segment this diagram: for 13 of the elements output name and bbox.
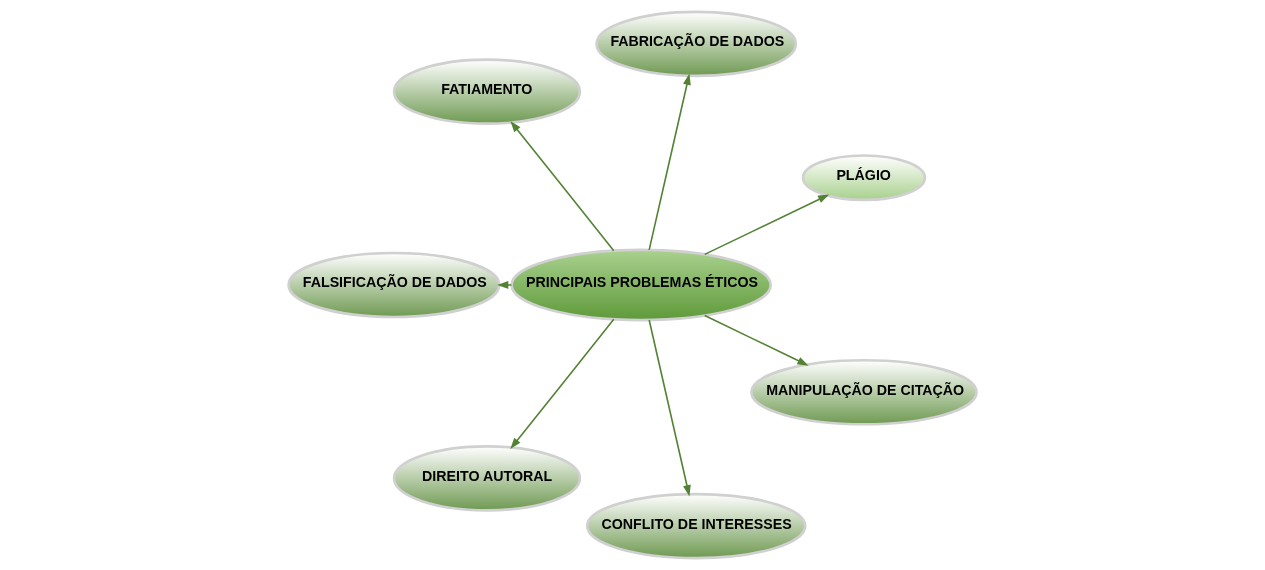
arrow bbox=[648, 73, 691, 251]
arrow bbox=[510, 120, 615, 252]
node-ellipse: FALSIFICAÇÃO DE DADOS bbox=[287, 251, 501, 319]
node-ellipse: DIREITO AUTORAL bbox=[392, 445, 582, 512]
arrow bbox=[703, 194, 830, 256]
node-ellipse: FATIAMENTO bbox=[392, 58, 582, 126]
arrow bbox=[497, 281, 513, 289]
node-ellipse: FABRICAÇÃO DE DADOS bbox=[595, 10, 798, 78]
node-ellipse: PRINCIPAIS PROBLEMAS ÉTICOS bbox=[510, 248, 773, 322]
arrow bbox=[648, 319, 691, 497]
node-ellipse: CONFLITO DE INTERESSES bbox=[585, 492, 807, 560]
arrow bbox=[703, 314, 809, 366]
arrow bbox=[510, 318, 615, 450]
